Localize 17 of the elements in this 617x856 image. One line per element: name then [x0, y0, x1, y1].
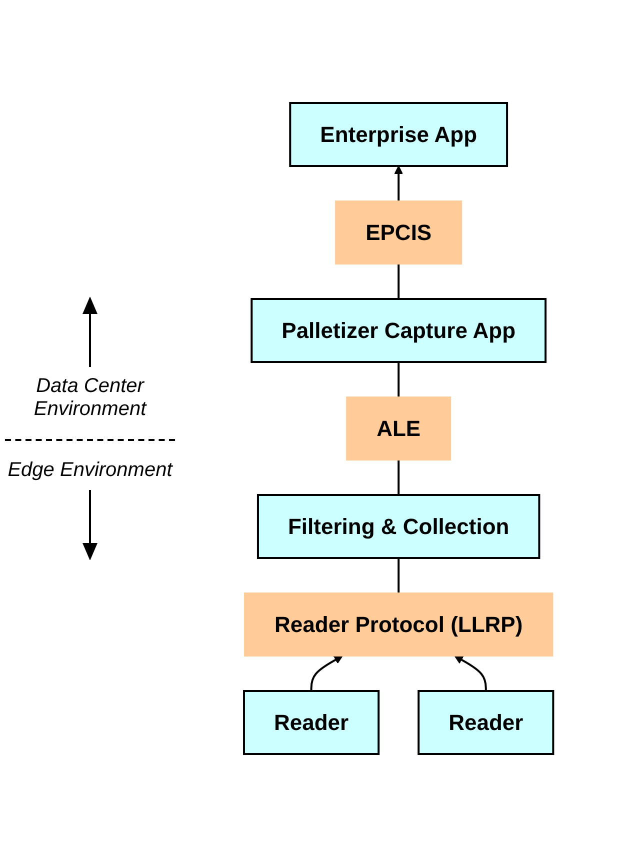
environment-label: Data Center Environment [32, 374, 148, 420]
arrow [454, 655, 487, 690]
environment-label: Edge Environment [8, 458, 172, 482]
arrow [394, 165, 403, 200]
connector [398, 264, 400, 298]
connector [398, 460, 400, 494]
arrow [310, 655, 343, 690]
node-box: Palletizer Capture App [250, 298, 546, 362]
connector [398, 362, 400, 396]
node-box: Reader [418, 690, 554, 754]
node-box: ALE [346, 396, 451, 460]
node-box: EPCIS [334, 200, 462, 264]
connector [398, 558, 400, 592]
node-box: Reader Protocol (LLRP) [244, 592, 554, 656]
node-box: Filtering & Collection [256, 494, 540, 558]
node-box: Enterprise App [289, 102, 508, 166]
node-box: Reader [242, 690, 380, 754]
